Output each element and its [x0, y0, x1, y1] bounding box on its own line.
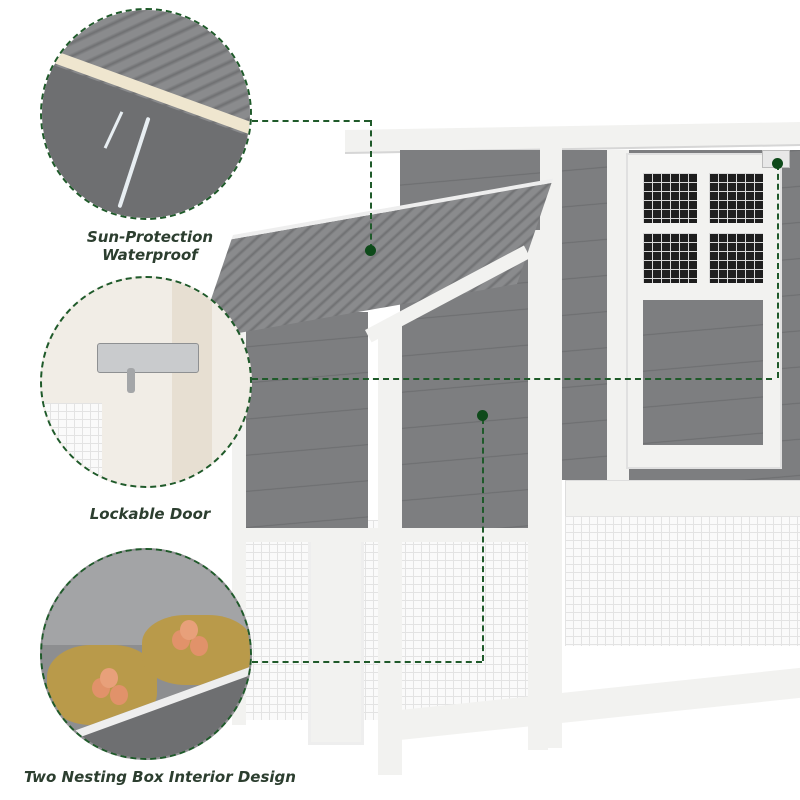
door-window-bl: [643, 233, 697, 283]
latch-bolt-icon: [97, 343, 199, 373]
latch-marker-dot: [772, 158, 783, 169]
door-frame-closeup: [172, 278, 212, 486]
upper-frame-post-2: [607, 150, 629, 480]
nest-post-2: [528, 230, 548, 750]
callout-latch-circle: [40, 276, 252, 488]
nest-leader-h: [252, 661, 482, 663]
egg-icon: [110, 685, 128, 705]
egg-icon: [180, 620, 198, 640]
callout-roof-label: Sun-Protection Waterproof: [60, 228, 240, 264]
nest-box-side: [243, 312, 368, 530]
egg-icon: [100, 668, 118, 688]
roof-leader-h: [252, 120, 370, 122]
latch-leader-v: [777, 164, 779, 378]
egg-icon: [190, 636, 208, 656]
callout-roof-label-line1: Sun-Protection: [86, 228, 214, 246]
mesh-closeup: [42, 403, 102, 483]
run-mesh-right: [565, 516, 800, 646]
door-panel: [643, 300, 763, 445]
latch-handle-icon: [127, 368, 135, 393]
small-door: [308, 535, 364, 745]
callout-latch-label: Lockable Door: [89, 505, 211, 523]
roof-leader-v: [370, 120, 372, 250]
nest-post-1: [378, 325, 402, 775]
door-window-tl: [643, 173, 697, 223]
latch-leader-h: [252, 378, 772, 380]
callout-roof-label-line2: Waterproof: [102, 246, 198, 264]
nest-box-front: [400, 285, 530, 535]
cleaning-tray: [565, 480, 800, 518]
nest-marker-dot: [477, 410, 488, 421]
callout-roof-circle: [40, 8, 252, 220]
nest-leader-v: [482, 418, 484, 661]
roof-marker-dot: [365, 245, 376, 256]
nest-bottom-rail: [243, 528, 543, 542]
callout-nest-circle: [40, 548, 252, 760]
callout-nest-label: Two Nesting Box Interior Design: [24, 768, 296, 786]
door-window-br: [709, 233, 763, 283]
door-window-tr: [709, 173, 763, 223]
